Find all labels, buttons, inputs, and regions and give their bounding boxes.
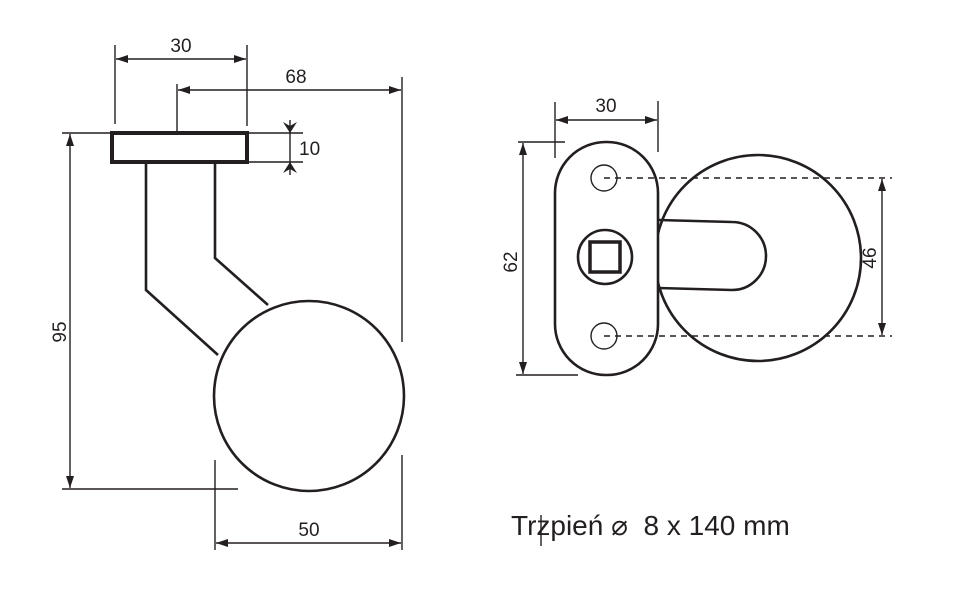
arrowhead: [283, 162, 297, 173]
dim-label-plate-thickness: 10: [299, 139, 320, 160]
mounting-plate: [110, 131, 249, 164]
dim-label-projection: 68: [285, 67, 306, 88]
stem-right-edge: [213, 162, 269, 306]
stem-left-edge: [144, 162, 219, 356]
dim-label-height: 95: [50, 321, 71, 342]
lever-neck: [657, 218, 768, 292]
rosette: [553, 140, 660, 377]
ball-knob: [212, 299, 406, 493]
side-view: 30 68 10 95 50: [50, 36, 406, 550]
front-view: 46 62 30: [501, 96, 892, 377]
spindle-boss: [576, 228, 634, 286]
dim-label-ball-diameter: 50: [298, 520, 319, 541]
ball-knob-front: [653, 153, 863, 363]
square-spindle-hole: [588, 240, 622, 274]
arrowhead: [283, 122, 297, 133]
dim-label-plate-width: 30: [170, 36, 191, 57]
dim-label-hole-spacing: 46: [860, 247, 881, 268]
dim-label-rosette-width: 30: [595, 96, 616, 117]
dim-label-rosette-height: 62: [501, 251, 522, 272]
spindle-caption: Trzpień ⌀ 8 x 140 mm: [511, 510, 790, 541]
